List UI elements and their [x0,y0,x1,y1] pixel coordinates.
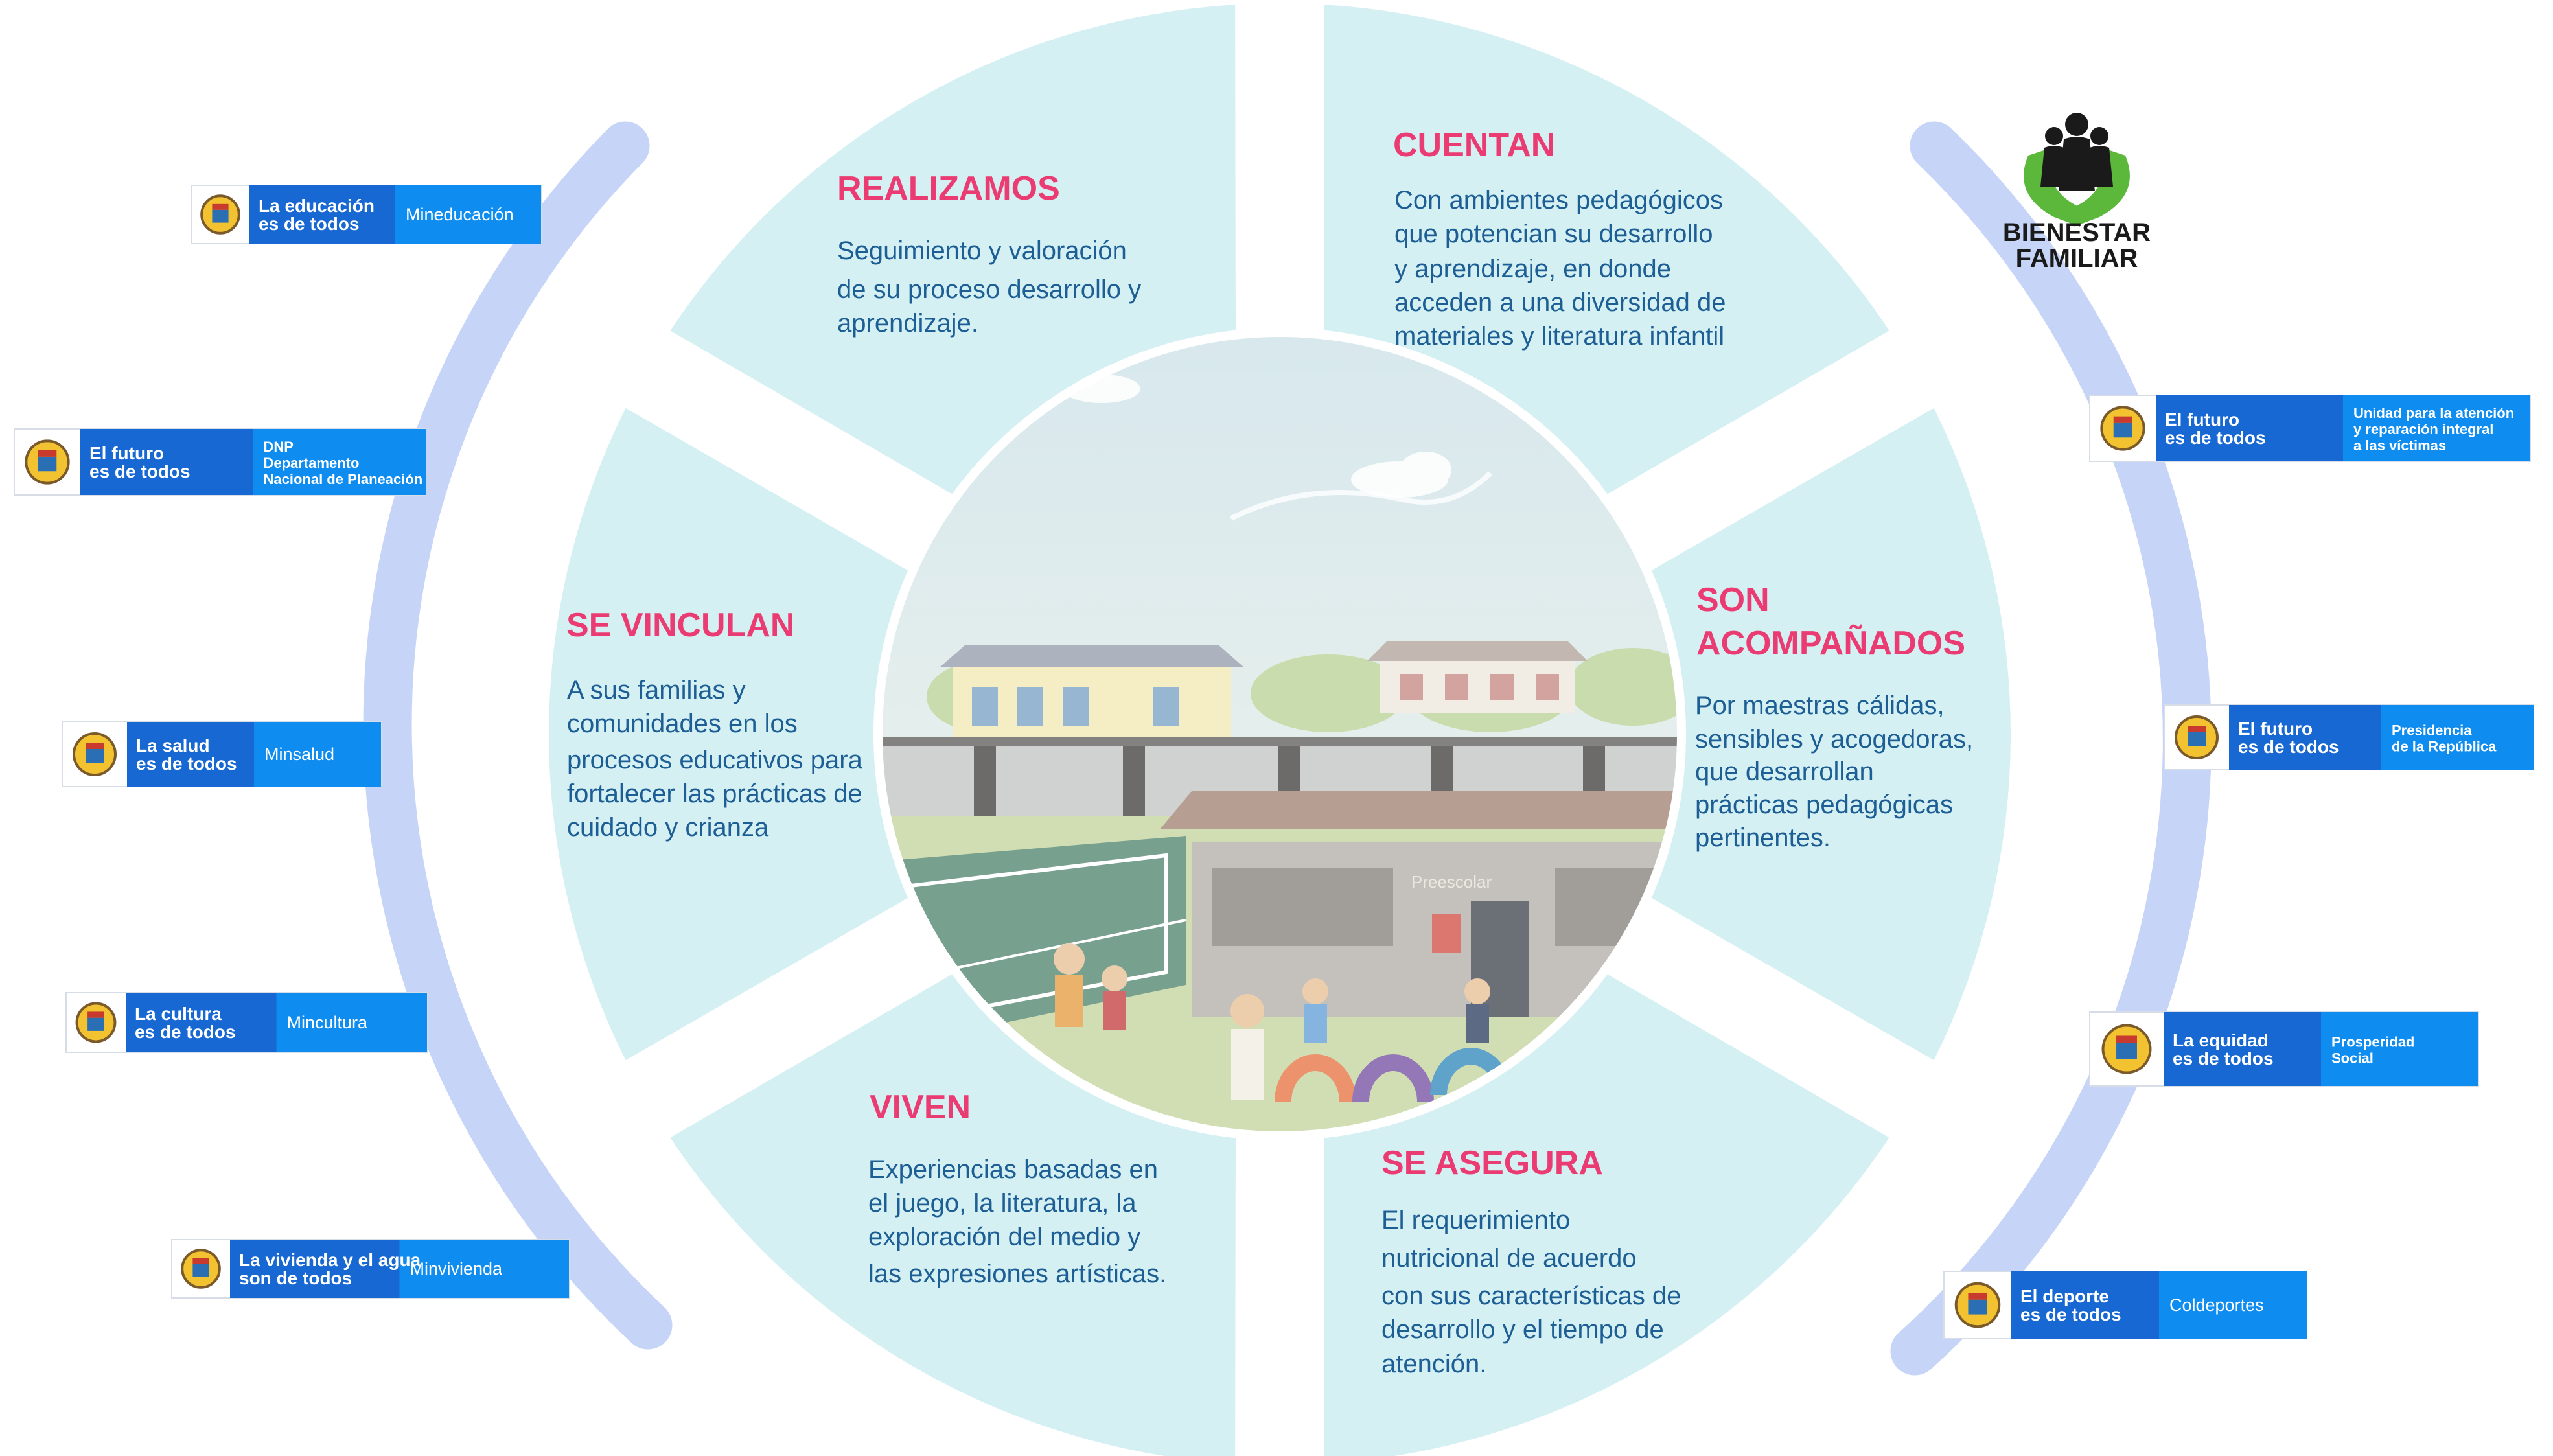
segment-body: Seguimiento y valoración de su proceso d… [837,237,1148,338]
segment-body: Por maestras cálidas, sensibles y acoged… [1695,691,1980,852]
segment-se-vinculan: SE VINCULAN A sus familias y comunidades… [566,607,870,842]
segment-title: SE ASEGURA [1381,1144,1603,1182]
badge-entity: Mincultura [287,1013,369,1032]
badge-entity: Mineducación [406,205,514,224]
center-illustration: Preescolar [878,332,1681,1136]
badge-entity: y reparación integral [2353,421,2493,437]
badge-entity: Minvivienda [410,1259,503,1278]
badge-entity: Departamento [264,455,360,471]
badge-slogan: es de todos [2020,1304,2121,1324]
segment-body: A sus familias y comunidades en los proc… [567,676,870,842]
segment-son-acompanados: SON ACOMPAÑADOS Por maestras cálidas, se… [1695,581,1980,852]
badge-slogan: El futuro [2238,719,2313,739]
family-hands-icon [2024,113,2130,227]
badge-entity: DNP [264,439,294,455]
badge-entity: Social [2331,1050,2374,1067]
badge-slogan: La cultura [135,1004,222,1024]
segment-title: REALIZAMOS [837,170,1060,207]
badge-slogan: La equidad [2173,1030,2269,1050]
segment-wedge-son-acompanados [1647,408,2011,1061]
segment-title: CUENTAN [1393,126,1555,164]
bienestar-familiar-logo: BIENESTAR FAMILIAR [2003,113,2151,273]
logo-text: FAMILIAR [2016,244,2138,273]
badge-slogan: El deporte [2020,1286,2109,1306]
segment-cuentan: CUENTAN Con ambientes pedagógicos que po… [1393,126,1733,351]
segment-body: Experiencias basadas en el juego, la lit… [868,1155,1166,1288]
badge-entity: Minsalud [264,745,334,764]
badge-slogan: es de todos [2165,428,2266,448]
badge-entity: de la República [2392,739,2497,755]
badge-slogan: es de todos [136,754,237,774]
badge-slogan: es de todos [2173,1048,2274,1069]
segment-viven: VIVEN Experiencias basadas en el juego, … [868,1089,1166,1288]
badge-entity: Coldeportes [2169,1295,2264,1315]
segment-title: VIVEN [870,1089,971,1126]
center-frame [873,328,1686,1140]
segment-body: El requerimiento nutricional de acuerdo … [1381,1206,1689,1378]
segment-realizamos: REALIZAMOS Seguimiento y valoración de s… [837,170,1148,338]
badge-slogan: La educación [259,196,375,216]
segment-title: SE VINCULAN [566,607,794,644]
badge-slogan: es de todos [135,1022,236,1042]
badge-slogan: es de todos [2238,737,2339,757]
badge-entity: Nacional de Planeación [264,471,423,487]
left-arc [363,121,673,1350]
badge-slogan: El futuro [2165,410,2239,430]
badge-slogan: es de todos [259,214,360,234]
badge-slogan: La vivienda y el agua [239,1250,421,1270]
segment-se-asegura: SE ASEGURA El requerimiento nutricional … [1381,1144,1689,1378]
badge-entity: a las víctimas [2353,437,2446,454]
preschool-sign: Preescolar [1411,872,1492,892]
segment-wedge-se-vinculan [548,408,912,1061]
badge-slogan: El futuro [89,443,164,463]
logo-text: BIENESTAR [2003,218,2151,247]
badge-slogan: son de todos [239,1268,352,1288]
badge-slogan: es de todos [89,461,191,481]
badge-entity: Presidencia [2392,722,2472,739]
badge-entity: Unidad para la atención [2353,405,2514,421]
segment-body: Con ambientes pedagógicos que potencian … [1394,186,1733,351]
badge-entity: Prosperidad [2331,1034,2414,1050]
badge-slogan: La salud [136,735,210,756]
segment-title: SON ACOMPAÑADOS [1696,581,1965,662]
